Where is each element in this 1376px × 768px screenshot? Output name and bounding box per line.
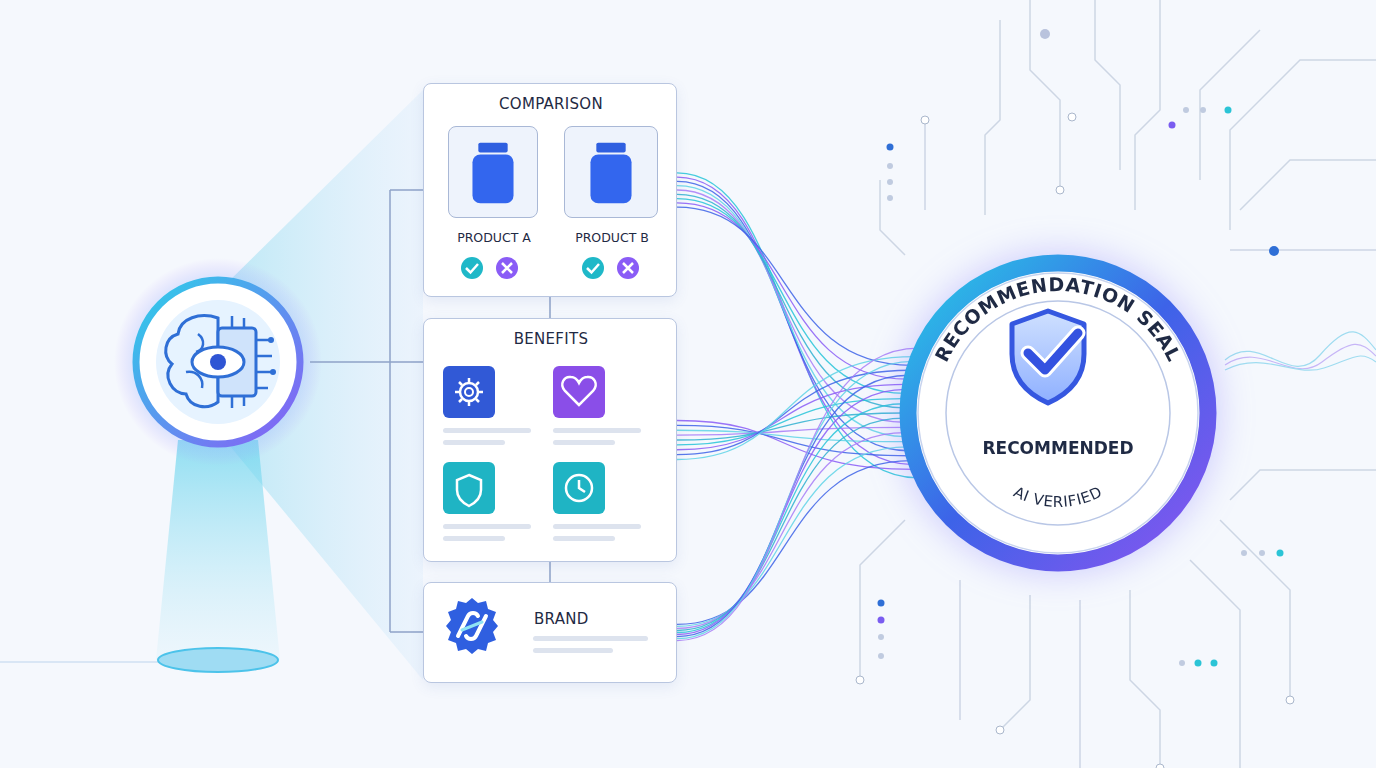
circuit-lines	[860, 0, 1376, 768]
seal-ring	[908, 263, 1208, 563]
check-outline	[1028, 333, 1078, 370]
panel-title: BRAND	[534, 610, 589, 628]
seal-caption-path: AI VERIFIED	[1011, 483, 1105, 511]
bottle-cap	[478, 143, 507, 153]
panel-box: COMPARISON PRODUCT A PRODUCT B	[423, 83, 677, 297]
product-box: PRODUCT B	[564, 126, 658, 218]
flow-strand	[677, 173, 918, 478]
flow-strand	[677, 203, 908, 379]
product-label: PRODUCT B	[575, 230, 649, 245]
panel-title: COMPARISON	[499, 95, 603, 113]
product-label: PRODUCT A	[457, 230, 531, 245]
flow-strand	[677, 186, 906, 437]
panel-box: BRAND	[423, 582, 677, 683]
recommendation-seal: RECOMMENDATION SEAL AI VERIFIED RECOMMENDE…	[898, 253, 1218, 573]
seal-face	[918, 273, 1198, 553]
bottle-icon	[565, 127, 657, 217]
seal-status: RECOMMENDED	[982, 438, 1133, 458]
check-icons	[461, 257, 639, 279]
product-box: PRODUCT A	[448, 126, 538, 218]
light-beam	[156, 440, 280, 660]
shield-icon	[1012, 311, 1084, 403]
flow-strand	[677, 361, 913, 638]
flow-strand	[677, 389, 906, 634]
seal-title: RECOMMENDATION SEAL	[930, 273, 1185, 365]
flow-strand	[677, 447, 908, 627]
flow-strand	[677, 420, 915, 469]
check-mark	[1028, 333, 1078, 370]
bracket	[310, 190, 423, 632]
flow-strand	[677, 430, 907, 441]
brand-logo	[446, 598, 498, 654]
panel-box: BENEFITS	[423, 318, 677, 562]
flow-strand	[677, 427, 905, 435]
flow-strand	[677, 370, 910, 454]
seal-inner-ring	[946, 301, 1170, 525]
placeholder-lines	[443, 428, 648, 653]
eye	[192, 347, 244, 377]
flow-strand	[677, 199, 905, 394]
flow-strand	[677, 404, 904, 633]
flow-strand	[677, 357, 915, 460]
flow-connector	[677, 173, 918, 478]
flow-strand	[677, 384, 907, 449]
flow-strand	[677, 413, 904, 440]
bottle-icon	[449, 127, 537, 217]
bottle-body	[590, 154, 631, 203]
beam-base	[158, 648, 278, 672]
bottle-cap	[596, 143, 625, 153]
ground-line	[0, 661, 160, 663]
flow-connector	[677, 348, 918, 640]
brain-ring	[136, 280, 300, 444]
pupil	[210, 354, 226, 370]
seal-caption: AI VERIFIED	[1011, 483, 1105, 511]
seal-art: RECOMMENDATION SEAL AI VERIFIED	[898, 253, 1218, 573]
flow-connector	[677, 357, 915, 470]
flow-strand	[677, 181, 909, 450]
seal-title-path: RECOMMENDATION SEAL	[930, 273, 1185, 365]
flow-strand	[677, 375, 909, 636]
flow-strand	[677, 190, 904, 422]
circuit-dots	[856, 29, 1294, 768]
bottle-body	[472, 154, 513, 203]
benefit-icons	[443, 366, 605, 514]
flow-strand	[677, 207, 912, 365]
flow-strand	[677, 433, 905, 629]
flow-strand	[677, 348, 918, 640]
panel-title: BENEFITS	[514, 330, 589, 348]
wave-lines	[1225, 332, 1376, 370]
flow-strand	[677, 418, 904, 630]
brain-glow	[114, 258, 322, 466]
brain-inner	[156, 300, 280, 424]
